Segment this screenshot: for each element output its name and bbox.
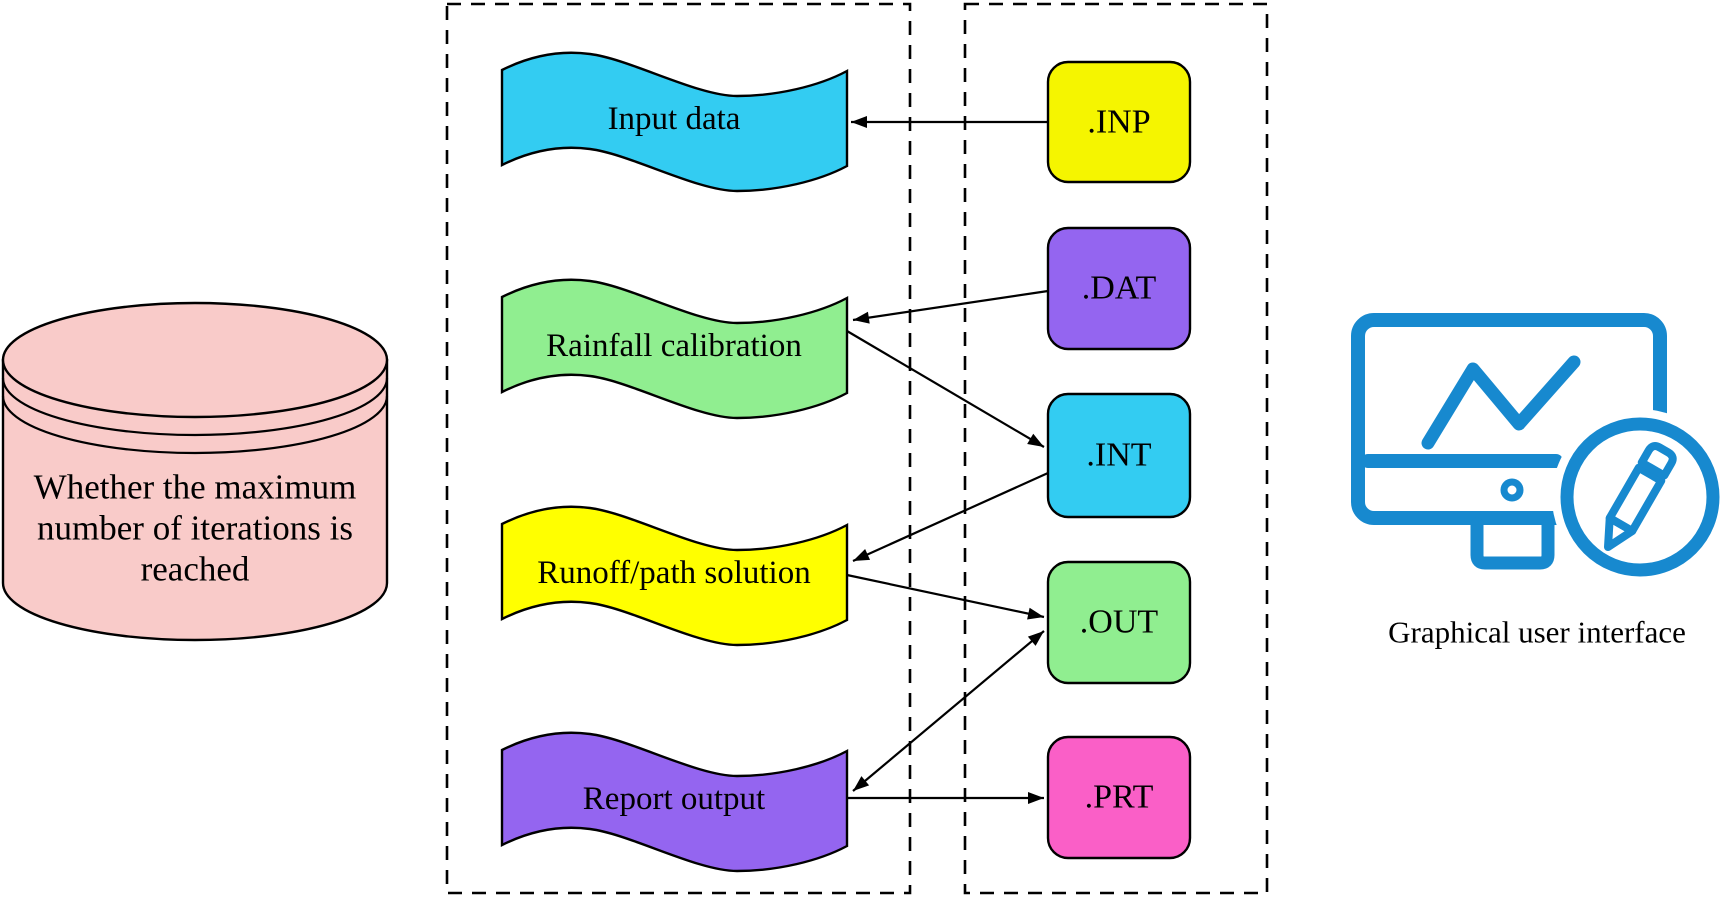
process-input-data: Input data: [500, 51, 849, 193]
wave-shape: [500, 278, 849, 420]
file-out: .OUT: [1046, 560, 1192, 685]
file-group-box: [963, 2, 1269, 895]
file-label: .DAT: [1082, 270, 1157, 307]
decision-cylinder: Whether the maximum number of iterations…: [1, 301, 389, 642]
cylinder-body: [1, 358, 389, 642]
decision-text-line-2: number of iterations is: [37, 509, 353, 548]
monitor-dot-icon: [1500, 478, 1524, 502]
gui-icon: [1351, 313, 1728, 585]
wave-shape: [500, 51, 849, 193]
cylinder-top: [1, 301, 389, 419]
monitor-stand: [1470, 517, 1555, 570]
cylinder-ring-3: [1, 395, 389, 455]
process-runoff-path-solution: Runoff/path solution: [500, 505, 849, 647]
file-inp: .INP: [1046, 60, 1192, 184]
arrow-out-to-report-output: [852, 630, 1045, 792]
process-label: Input data: [608, 101, 741, 137]
file-label: .INP: [1087, 104, 1150, 141]
process-label: Rainfall calibration: [546, 328, 802, 364]
file-label: .OUT: [1080, 604, 1159, 641]
wave-shape: [500, 505, 849, 647]
process-group-box: [445, 2, 912, 895]
arrow-int-to-runoff-path-solution: [852, 471, 1049, 563]
decision-text-line-1: Whether the maximum: [34, 468, 357, 507]
arrow-dat-to-rainfall-calibration: [852, 289, 1049, 324]
cylinder-ring-2: [1, 377, 389, 437]
file-dat: .DAT: [1046, 226, 1192, 351]
pencil-icon: [1604, 442, 1677, 551]
process-label: Report output: [583, 781, 765, 817]
decision-text-line-3: reached: [141, 550, 250, 589]
chart-line-icon: [1421, 355, 1581, 450]
arrow-rainfall-calibration-to-int: [846, 330, 1045, 448]
process-rainfall-calibration: Rainfall calibration: [500, 278, 849, 420]
file-box: [1046, 560, 1192, 685]
file-int: .INT: [1046, 392, 1192, 519]
file-box: [1046, 735, 1192, 860]
file-box: [1046, 392, 1192, 519]
wave-shape: [500, 731, 849, 873]
process-label: Runoff/path solution: [537, 555, 810, 591]
edit-circle-icon: [1560, 417, 1720, 577]
file-label: .PRT: [1085, 779, 1154, 816]
gui-caption: Graphical user interface: [1388, 615, 1686, 650]
process-report-output: Report output: [500, 731, 849, 873]
file-box: [1046, 226, 1192, 351]
arrow-runoff-path-solution-to-out: [846, 573, 1045, 620]
file-prt: .PRT: [1046, 735, 1192, 860]
file-label: .INT: [1086, 437, 1151, 474]
